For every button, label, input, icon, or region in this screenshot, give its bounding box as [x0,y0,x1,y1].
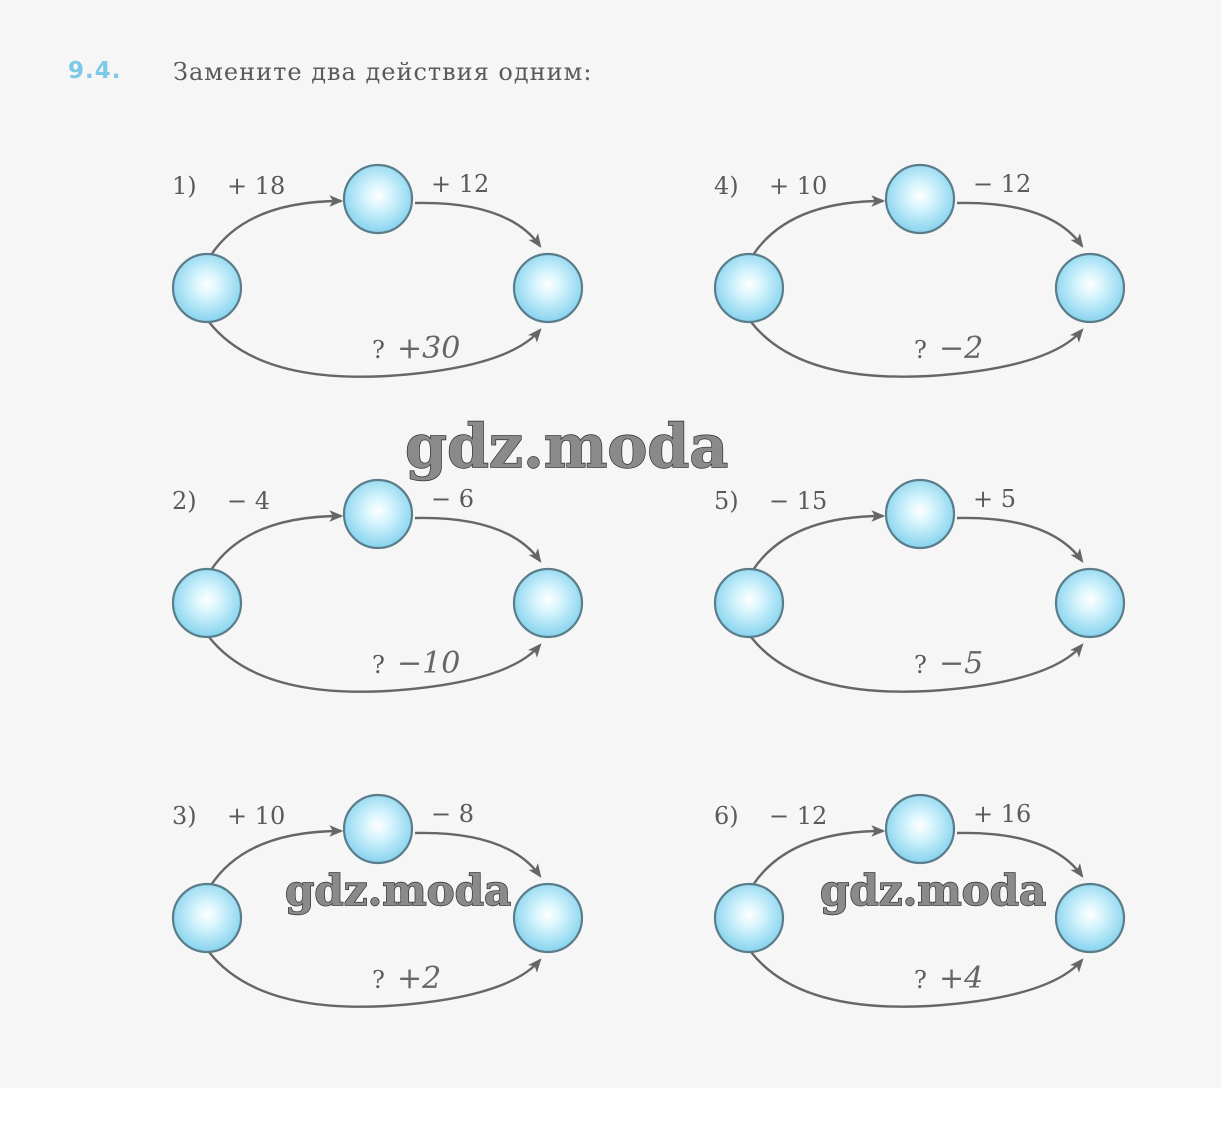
handwritten-answer: −5 [939,646,983,681]
start-node [713,882,785,954]
diagram-index: 1) [172,172,197,200]
question-mark: ? [914,336,927,364]
start-node [713,567,785,639]
first-operation-label: + 18 [227,172,285,200]
middle-node [884,163,956,235]
task-instruction: Замените два действия одним: [173,58,593,86]
task-number: 9.4. [68,58,122,84]
arrow-combined-step [750,321,1084,378]
arrow-second-step [956,201,1084,248]
arrow-second-step [956,516,1084,563]
first-operation-label: − 12 [769,802,827,830]
arrow-first-step [752,825,886,886]
handwritten-answer: +4 [939,961,983,996]
first-operation-label: − 4 [227,487,270,515]
question-mark: ? [372,336,385,364]
diagram-index: 3) [172,802,197,830]
diagram-index: 6) [714,802,739,830]
start-node [713,252,785,324]
second-operation-label: − 12 [973,170,1031,198]
first-operation-label: − 15 [769,487,827,515]
watermark: gdz.moda [820,866,1046,915]
arrow-first-step [752,510,886,571]
arrow-combined-step [208,951,542,1008]
arrow-second-step [956,831,1084,878]
arrow-second-step [414,516,542,563]
handwritten-answer: −2 [939,331,983,366]
operation-diagram: 4) + 10 − 12? −2 [713,163,1126,378]
end-node [1054,567,1126,639]
handwritten-answer: −10 [397,646,460,681]
operation-diagram: 1) + 18 + 12? +30 [171,163,584,378]
arrow-combined-step [208,321,542,378]
second-operation-label: + 5 [973,485,1016,513]
start-node [171,567,243,639]
start-node [171,882,243,954]
second-operation-label: − 6 [431,485,474,513]
arrow-first-step [210,825,344,886]
operation-diagram: 6) − 12 + 16? +4 [713,793,1126,1008]
first-operation-label: + 10 [769,172,827,200]
question-mark: ? [914,966,927,994]
watermark: gdz.moda [405,412,728,482]
middle-node [884,478,956,550]
end-node [512,252,584,324]
end-node [1054,882,1126,954]
operation-diagram: 2) − 4 − 6? −10 [171,478,584,693]
arrow-second-step [414,831,542,878]
middle-node [342,478,414,550]
second-operation-label: + 16 [973,800,1031,828]
first-operation-label: + 10 [227,802,285,830]
middle-node [342,793,414,865]
arrow-first-step [210,195,344,256]
arrow-second-step [414,201,542,248]
operation-diagram: 5) − 15 + 5? −5 [713,478,1126,693]
middle-node [884,793,956,865]
end-node [512,567,584,639]
watermark: gdz.moda [285,866,511,915]
arrow-first-step [752,195,886,256]
arrow-first-step [210,510,344,571]
second-operation-label: − 8 [431,800,474,828]
question-mark: ? [914,651,927,679]
question-mark: ? [372,651,385,679]
diagram-index: 5) [714,487,739,515]
middle-node [342,163,414,235]
diagrams-canvas: 1) + 18 + 12? +30 2) − 4 − 6? −10 3) + 10 − 8? +2 4)… [171,163,1126,1008]
second-operation-label: + 12 [431,170,489,198]
diagram-index: 2) [172,487,197,515]
operation-diagram: 3) + 10 − 8? +2 [171,793,584,1008]
diagram-index: 4) [714,172,739,200]
question-mark: ? [372,966,385,994]
handwritten-answer: +30 [397,331,460,366]
start-node [171,252,243,324]
end-node [1054,252,1126,324]
end-node [512,882,584,954]
arrow-combined-step [208,636,542,693]
handwritten-answer: +2 [397,961,441,996]
arrow-combined-step [750,636,1084,693]
arrow-combined-step [750,951,1084,1008]
